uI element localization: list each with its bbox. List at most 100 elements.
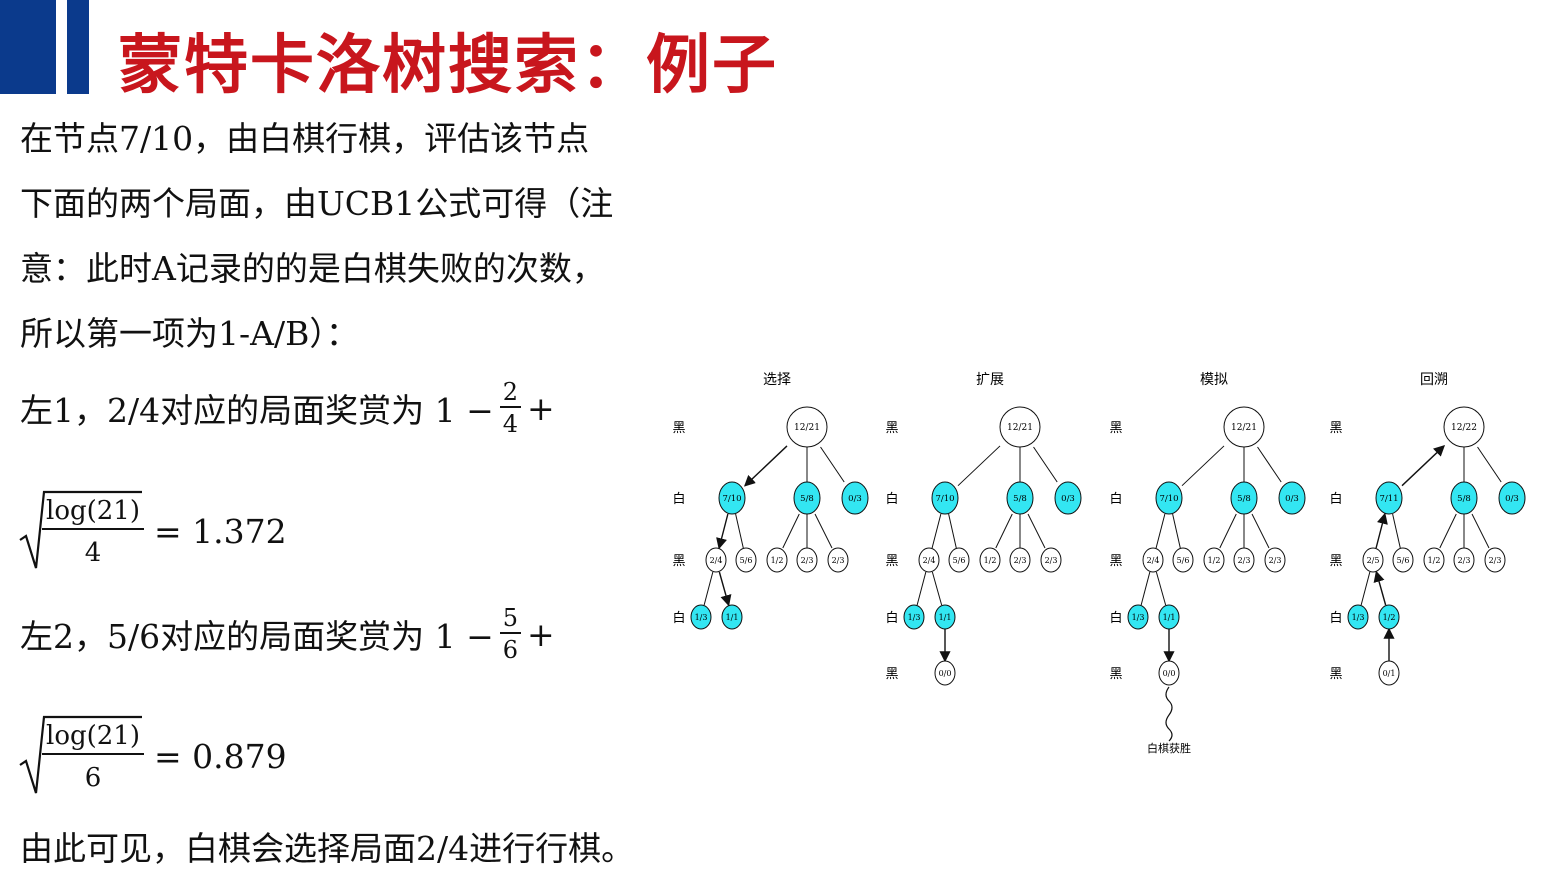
tree-node-i	[1127, 604, 1149, 630]
tree-edge	[820, 446, 845, 483]
sqrt-sign	[19, 715, 142, 794]
tree-edge	[1219, 513, 1237, 549]
left2-sqrt-term: log(21) 6 = 0.879	[18, 713, 287, 799]
left2-formula: 左2，5/6对应的局面奖赏为 1 − 5 6 +	[20, 606, 555, 662]
tree-edge	[1155, 513, 1166, 549]
tree-node-b	[1006, 481, 1034, 515]
tree-node-h	[1040, 547, 1062, 573]
node-label-h: 2/3	[1269, 556, 1282, 565]
row-label: 黑	[672, 554, 685, 569]
tree-edge	[1392, 513, 1401, 549]
tree-edge	[1033, 446, 1058, 483]
tree-node-d	[1142, 547, 1164, 573]
row-label: 白	[885, 610, 898, 626]
tree-node-f	[1203, 547, 1225, 573]
node-label-j: 1/1	[1163, 613, 1176, 622]
node-label-j: 1/2	[1383, 613, 1396, 622]
node-label-i: 1/3	[1132, 613, 1145, 622]
tree-node-root	[999, 406, 1041, 448]
node-label-h: 2/3	[1489, 556, 1502, 565]
node-label-root: 12/22	[1451, 423, 1477, 433]
left1-sqrt-term: log(21) 4 = 1.372	[18, 488, 287, 574]
panel-title-3: 回溯	[1420, 372, 1448, 388]
node-label-f: 1/2	[984, 556, 997, 565]
left1-prefix: 左1，2/4对应的局面奖赏为 1 −	[20, 391, 494, 430]
left2-sqrt-fraction: log(21) 6	[42, 719, 144, 791]
left2-frac-den: 6	[502, 636, 519, 664]
node-label-d: 2/4	[710, 556, 723, 565]
tree-node-k	[934, 660, 956, 686]
tree-node-j	[1158, 604, 1180, 630]
node-label-b: 5/8	[1237, 494, 1251, 504]
simulation-result: 白棋获胜	[1147, 741, 1191, 755]
tree-node-root	[1223, 406, 1265, 448]
page-title: 蒙特卡洛树搜索：例子	[118, 29, 778, 103]
node-label-i: 1/3	[695, 613, 708, 622]
node-label-b: 5/8	[800, 494, 814, 504]
tree-node-j	[934, 604, 956, 630]
tree-node-k	[1378, 660, 1400, 686]
left1-result: = 1.372	[154, 511, 287, 551]
tree-edge	[1257, 446, 1282, 483]
tree-node-j	[721, 604, 743, 630]
left2-prefix: 左2，5/6对应的局面奖赏为 1 −	[20, 617, 494, 656]
node-label-i: 1/3	[908, 613, 921, 622]
node-label-a: 7/10	[722, 494, 741, 504]
left2-fraction: 5 6	[499, 606, 522, 664]
node-label-d: 2/4	[923, 556, 936, 565]
left1-frac-num: 2	[499, 380, 522, 408]
left1-fraction: 2 4	[499, 380, 522, 438]
tree-node-c	[1278, 481, 1306, 515]
tree-edge	[1373, 570, 1387, 606]
tree-node-c	[1054, 481, 1082, 515]
node-label-h: 2/3	[832, 556, 845, 565]
node-label-c: 0/3	[1061, 494, 1075, 504]
node-label-g: 2/3	[1458, 556, 1471, 565]
tree-node-i	[903, 604, 925, 630]
tree-node-f	[766, 547, 788, 573]
row-label: 白	[885, 491, 898, 507]
tree-edge	[1471, 513, 1490, 549]
intro-line-2: 下面的两个局面，由UCB1公式可得（注	[20, 184, 614, 223]
title-bar-decoration-thin	[67, 0, 89, 94]
left1-sqrt-num: log(21)	[42, 494, 144, 530]
left2-sqrt-num: log(21)	[42, 719, 144, 755]
tree-node-g	[1453, 547, 1475, 573]
tree-node-a	[931, 481, 959, 515]
tree-edge	[931, 513, 942, 549]
node-label-e: 5/6	[953, 556, 966, 565]
row-label: 白	[1329, 610, 1342, 626]
tree-node-c	[841, 481, 869, 515]
row-label: 白	[672, 491, 685, 507]
tree-node-e	[735, 547, 757, 573]
node-label-b: 5/8	[1013, 494, 1027, 504]
tree-node-a	[1155, 481, 1183, 515]
tree-node-root	[1443, 406, 1485, 448]
node-label-k: 0/0	[1163, 669, 1176, 678]
left2-frac-num: 5	[499, 606, 522, 634]
left1-frac-den: 4	[502, 410, 519, 438]
tree-node-d	[705, 547, 727, 573]
tree-node-root	[786, 406, 828, 448]
tree-edge	[1477, 446, 1502, 483]
tree-edge	[716, 513, 729, 550]
tree-edge	[995, 513, 1013, 549]
tree-edge	[743, 445, 788, 487]
simulation-path	[1165, 686, 1173, 742]
row-label: 白	[1109, 610, 1122, 626]
node-label-d: 2/5	[1367, 556, 1380, 565]
tree-edge	[1375, 512, 1388, 549]
tree-node-b	[793, 481, 821, 515]
tree-node-a	[718, 481, 746, 515]
tree-node-d	[1362, 547, 1384, 573]
row-label: 白	[1329, 491, 1342, 507]
tree-node-k	[1158, 660, 1180, 686]
left1-sqrt-fraction: log(21) 4	[42, 494, 144, 566]
node-label-d: 2/4	[1147, 556, 1160, 565]
tree-edge	[1181, 445, 1225, 487]
tree-edge	[916, 571, 927, 606]
node-label-k: 0/0	[939, 669, 952, 678]
left1-plus: +	[527, 388, 555, 428]
tree-edge	[948, 513, 957, 549]
intro-line-1: 在节点7/10，由白棋行棋，评估该节点	[20, 119, 590, 158]
